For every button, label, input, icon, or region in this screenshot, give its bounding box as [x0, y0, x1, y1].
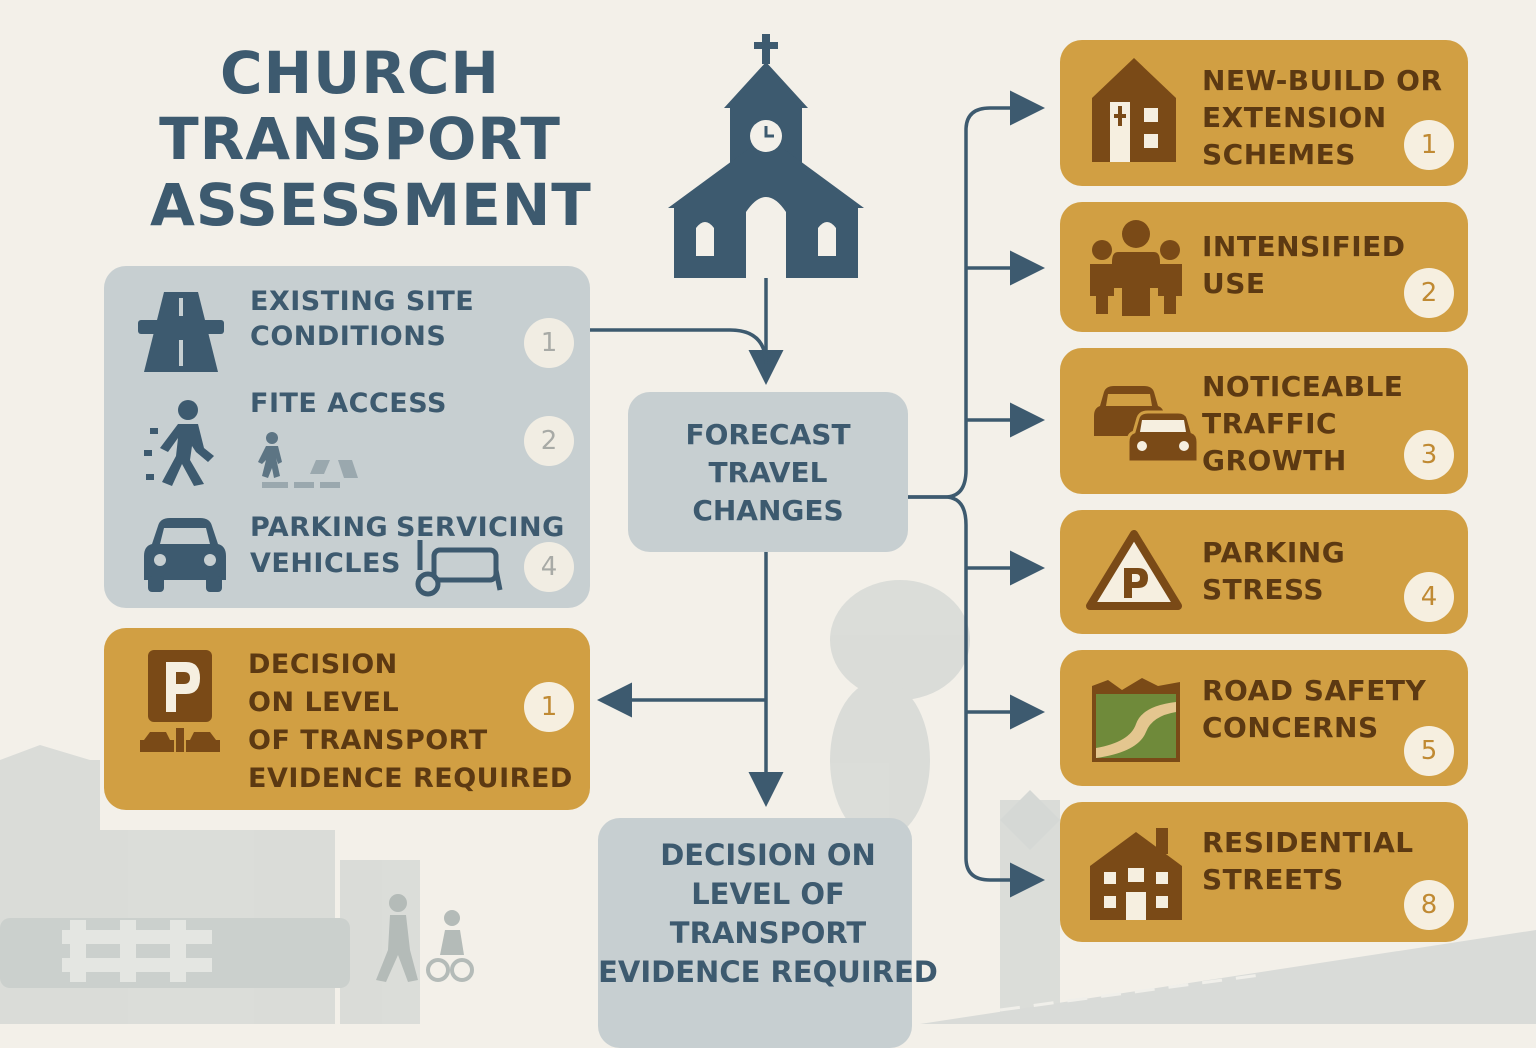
title-line-3: ASSESSMENT: [150, 171, 592, 239]
intensified-use-text: INTENSIFIED USE: [1202, 230, 1406, 300]
servicing-label: SERVICING: [396, 512, 565, 543]
residential-streets-text: RESIDENTIAL STREETS: [1202, 826, 1414, 896]
building-plus-icon: [1092, 58, 1176, 162]
number-badge: 1: [524, 682, 574, 732]
crossing-icon: [258, 432, 358, 488]
church-icon: [668, 34, 864, 278]
parking-warning-icon: [1086, 530, 1182, 610]
parking-stress-text: PARKING STRESS: [1202, 536, 1346, 606]
house-icon: [1090, 828, 1182, 920]
number-badge: 8: [1404, 880, 1454, 930]
number-badge: 4: [524, 542, 574, 592]
decision-bottom-text: DECISION ON LEVEL OF TRANSPORT EVIDENCE …: [598, 838, 938, 989]
flow-connectors: [590, 90, 1045, 898]
traffic-growth-text: NOTICEABLE TRAFFIC GROWTH: [1202, 370, 1404, 477]
page-title: CHURCH TRANSPORT ASSESSMENT: [150, 39, 592, 239]
number-badge: 1: [524, 318, 574, 368]
number-badge: 5: [1404, 726, 1454, 776]
pedestrian-icon: [144, 400, 214, 486]
decision-evidence-box: [598, 818, 912, 1048]
parking-vehicles-label: PARKING VEHICLES: [250, 512, 401, 579]
decision-left-text: DECISION ON LEVEL OF TRANSPORT EVIDENCE …: [248, 649, 573, 794]
service-vehicle-icon: [415, 540, 503, 597]
road-landscape-icon: [1092, 678, 1180, 762]
cars-icon: [1094, 386, 1198, 464]
number-badge: 4: [1404, 572, 1454, 622]
road-safety-text: ROAD SAFETY CONCERNS: [1202, 674, 1427, 744]
number-badge: 1: [1404, 120, 1454, 170]
title-line-1: CHURCH: [220, 39, 500, 107]
title-line-2: TRANSPORT: [159, 105, 561, 173]
number-badge: 3: [1404, 430, 1454, 480]
forecast-text: FORECAST TRAVEL CHANGES: [685, 418, 851, 527]
forecast-travel-changes-box: [628, 392, 908, 552]
people-icon: [1090, 220, 1182, 316]
number-badge: 2: [1404, 268, 1454, 318]
road-icon: [138, 292, 224, 372]
car-icon: [144, 518, 226, 592]
parking-sign-icon: [140, 650, 220, 752]
background-scenery: [0, 580, 1536, 1024]
number-badge: 2: [524, 416, 574, 466]
walking-people-icon: [376, 894, 474, 982]
new-build-text: NEW-BUILD OR EXTENSION SCHEMES: [1202, 64, 1443, 171]
site-access-label: FITE ACCESS: [250, 388, 447, 419]
existing-site-label: EXISTING SITE CONDITIONS: [250, 286, 475, 352]
